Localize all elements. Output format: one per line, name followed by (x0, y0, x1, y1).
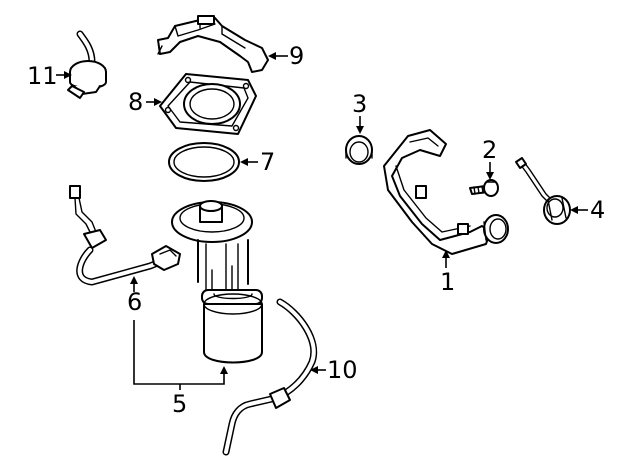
part-7-o-ring-seal[interactable] (168, 142, 240, 182)
callout-10: 10 (327, 356, 358, 384)
part-8-mounting-plate[interactable] (159, 73, 257, 135)
part-5-fuel-pump-module[interactable] (171, 200, 263, 364)
part-3-seal-ring[interactable] (345, 135, 373, 165)
callout-8: 8 (128, 88, 143, 116)
callout-5: 5 (172, 390, 187, 418)
part-9-retainer-bracket[interactable] (157, 15, 269, 73)
callout-11: 11 (27, 62, 58, 90)
part-4-fuel-cap[interactable] (515, 157, 571, 225)
part-6-wiring-harness[interactable] (69, 185, 181, 286)
callout-2: 2 (482, 136, 497, 164)
callout-3: 3 (352, 90, 367, 118)
callout-4: 4 (590, 196, 605, 224)
callout-6: 6 (127, 288, 142, 316)
callout-7: 7 (260, 148, 275, 176)
part-2-bolt[interactable] (469, 179, 499, 197)
part-10-fuel-line[interactable] (222, 298, 318, 456)
part-11-check-valve[interactable] (67, 30, 107, 99)
part-1-filler-pipe[interactable] (383, 129, 509, 255)
callout-9: 9 (289, 42, 304, 70)
callout-1: 1 (440, 268, 455, 296)
callout-labels: 1 2 3 4 5 6 7 8 9 10 11 (27, 42, 605, 418)
leader-lines (56, 52, 588, 390)
